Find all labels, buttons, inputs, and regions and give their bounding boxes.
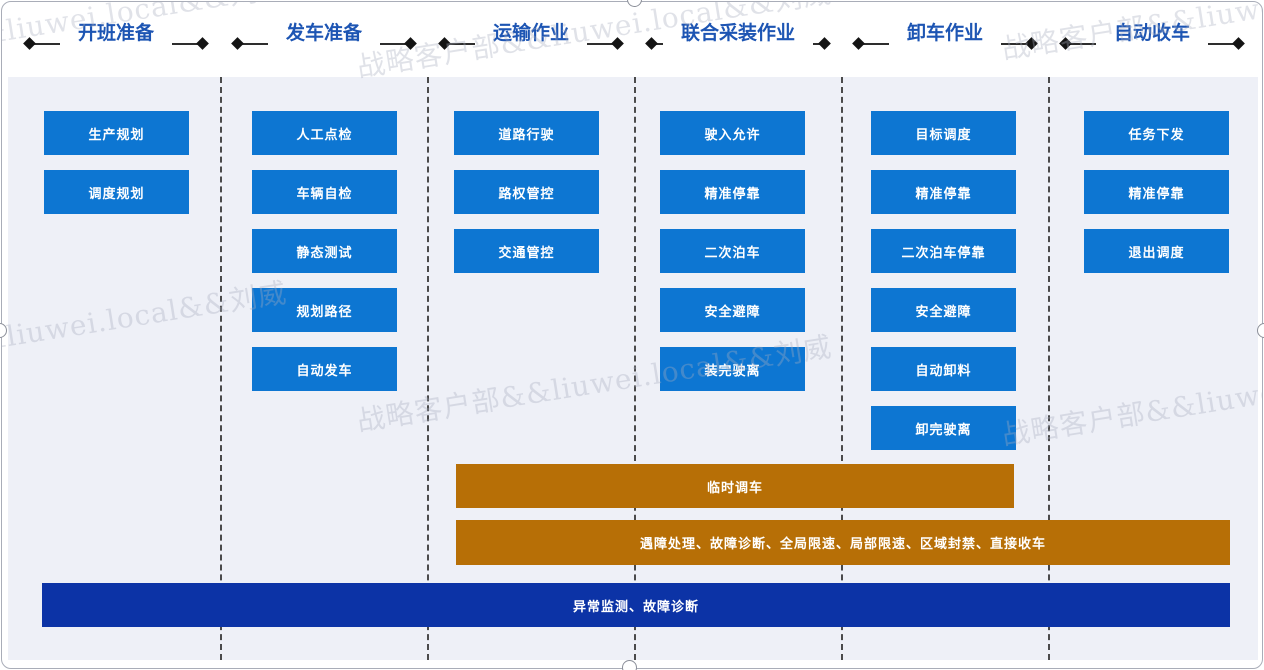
header-line — [1001, 43, 1028, 45]
task-column-4: 驶入允许 精准停靠 二次泊车 安全避障 装完驶离 — [660, 111, 805, 391]
task-node[interactable]: 精准停靠 — [871, 170, 1016, 214]
monitoring-bar[interactable]: 异常监测、故障诊断 — [42, 583, 1230, 627]
phase-title: 发车准备 — [286, 23, 363, 45]
header-line — [656, 43, 663, 45]
header-line — [242, 43, 268, 45]
task-node[interactable]: 卸完驶离 — [871, 406, 1016, 450]
task-column-6: 任务下发 精准停靠 退出调度 — [1084, 111, 1229, 273]
header-line — [172, 43, 199, 45]
task-node[interactable]: 道路行驶 — [454, 111, 599, 155]
header-line — [587, 43, 614, 45]
temp-dispatch-bar[interactable]: 临时调车 — [456, 464, 1014, 508]
header-line — [380, 43, 407, 45]
diamond-endpoint-icon — [1059, 37, 1072, 50]
header-line — [863, 43, 889, 45]
task-node[interactable]: 精准停靠 — [1084, 170, 1229, 214]
task-node[interactable]: 交通管控 — [454, 229, 599, 273]
task-node[interactable]: 车辆自检 — [252, 170, 397, 214]
column-divider — [634, 77, 636, 660]
task-node[interactable]: 人工点检 — [252, 111, 397, 155]
task-column-3: 道路行驶 路权管控 交通管控 — [454, 111, 599, 273]
task-column-5: 目标调度 精准停靠 二次泊车停靠 安全避障 自动卸料 卸完驶离 — [871, 111, 1016, 450]
phase-title: 联合采装作业 — [681, 23, 796, 45]
phase-title: 运输作业 — [493, 23, 570, 45]
diamond-endpoint-icon — [23, 37, 36, 50]
task-node[interactable]: 安全避障 — [660, 288, 805, 332]
diamond-endpoint-icon — [1025, 37, 1038, 50]
phase-title: 开班准备 — [78, 23, 155, 45]
resize-handle-bottom[interactable] — [622, 660, 637, 670]
header-line — [813, 43, 821, 45]
diamond-endpoint-icon — [438, 37, 451, 50]
phase-title: 自动收车 — [1114, 23, 1191, 45]
exception-handling-bar[interactable]: 遇障处理、故障诊断、全局限速、局部限速、区域封禁、直接收车 — [456, 520, 1230, 565]
task-node[interactable]: 驶入允许 — [660, 111, 805, 155]
task-node[interactable]: 静态测试 — [252, 229, 397, 273]
header-line — [1208, 43, 1235, 45]
task-column-2: 人工点检 车辆自检 静态测试 规划路径 自动发车 — [252, 111, 397, 391]
header-line — [449, 43, 475, 45]
column-divider — [1048, 77, 1050, 660]
task-node[interactable]: 自动卸料 — [871, 347, 1016, 391]
diamond-endpoint-icon — [404, 37, 417, 50]
header-line — [34, 43, 60, 45]
content-panel — [8, 77, 1258, 660]
column-divider — [427, 77, 429, 660]
task-node[interactable]: 路权管控 — [454, 170, 599, 214]
task-node[interactable]: 装完驶离 — [660, 347, 805, 391]
phase-header-5: 卸车作业 — [852, 16, 1038, 50]
column-divider — [220, 77, 222, 660]
task-node[interactable]: 二次泊车停靠 — [871, 229, 1016, 273]
task-node[interactable]: 安全避障 — [871, 288, 1016, 332]
phase-header-1: 开班准备 — [23, 16, 209, 50]
header-line — [1070, 43, 1096, 45]
task-node[interactable]: 精准停靠 — [660, 170, 805, 214]
task-node[interactable]: 自动发车 — [252, 347, 397, 391]
task-node[interactable]: 调度规划 — [44, 170, 189, 214]
task-node[interactable]: 退出调度 — [1084, 229, 1229, 273]
task-node[interactable]: 规划路径 — [252, 288, 397, 332]
column-divider — [841, 77, 843, 660]
task-column-1: 生产规划 调度规划 — [44, 111, 189, 214]
task-node[interactable]: 生产规划 — [44, 111, 189, 155]
task-node[interactable]: 目标调度 — [871, 111, 1016, 155]
diamond-endpoint-icon — [231, 37, 244, 50]
task-node[interactable]: 任务下发 — [1084, 111, 1229, 155]
diamond-endpoint-icon — [196, 37, 209, 50]
diamond-endpoint-icon — [818, 37, 831, 50]
phase-header-3: 运输作业 — [438, 16, 624, 50]
diamond-endpoint-icon — [611, 37, 624, 50]
diamond-endpoint-icon — [1232, 37, 1245, 50]
phase-header-4: 联合采装作业 — [645, 16, 831, 50]
phase-title: 卸车作业 — [907, 23, 984, 45]
task-node[interactable]: 二次泊车 — [660, 229, 805, 273]
diamond-endpoint-icon — [852, 37, 865, 50]
phase-header-6: 自动收车 — [1059, 16, 1245, 50]
phase-header-2: 发车准备 — [231, 16, 417, 50]
diamond-endpoint-icon — [645, 37, 658, 50]
